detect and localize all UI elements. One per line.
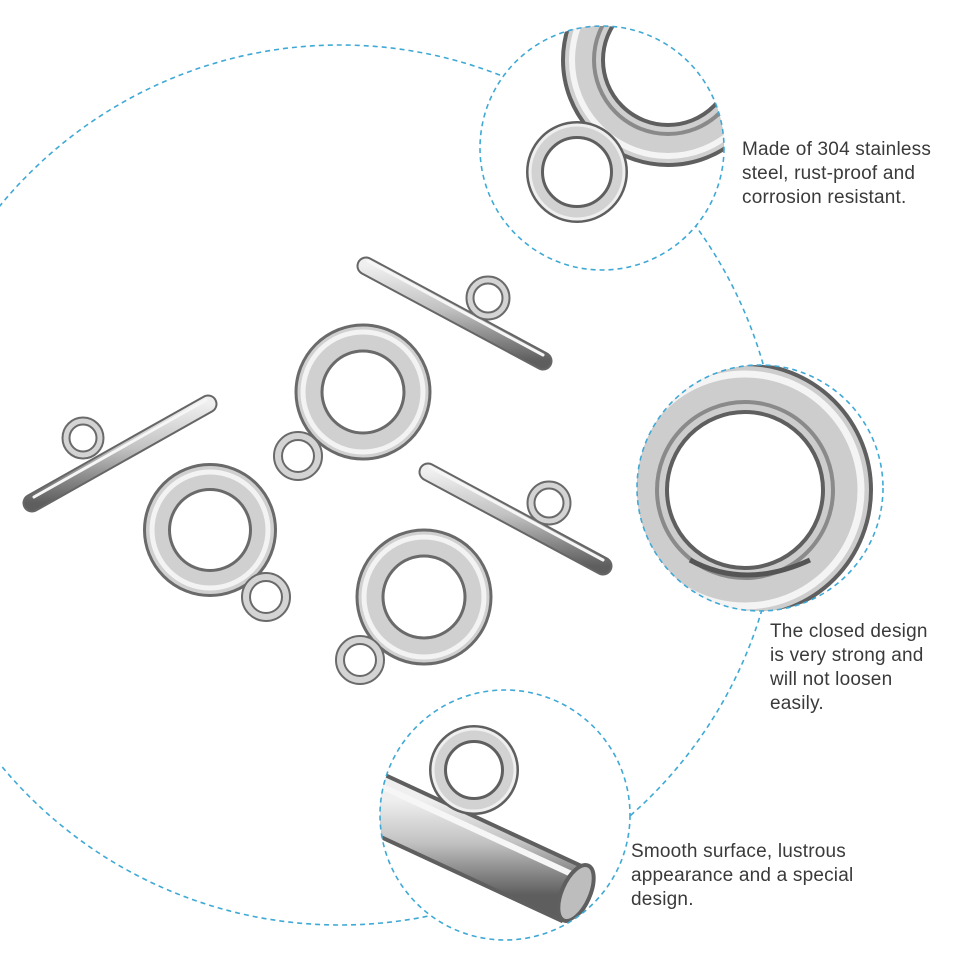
detail-bubble-material bbox=[479, 25, 725, 271]
toggle-clasp-set bbox=[22, 256, 613, 685]
feature-line: design. bbox=[631, 889, 694, 910]
feature-line: corrosion resistant. bbox=[742, 187, 907, 208]
feature-line: Smooth surface, lustrous bbox=[631, 841, 846, 862]
feature-line: appearance and a special bbox=[631, 865, 854, 886]
feature-line: The closed design bbox=[770, 621, 928, 642]
toggle-bar-top bbox=[356, 256, 553, 371]
toggle-ring-top bbox=[273, 323, 432, 481]
toggle-ring-left bbox=[143, 463, 291, 622]
detail-bubble-surface bbox=[379, 689, 631, 941]
toggle-bar-right bbox=[418, 462, 613, 576]
feature-line: Made of 304 stainless bbox=[742, 139, 932, 160]
toggle-bar-left bbox=[22, 394, 218, 513]
feature-line: steel, rust-proof and bbox=[742, 163, 916, 184]
detail-bubble-closed-design bbox=[636, 364, 884, 612]
feature-line: is very strong and bbox=[770, 645, 924, 666]
toggle-ring-bottom bbox=[335, 528, 493, 685]
feature-surface-text: Smooth surface, lustrous appearance and … bbox=[631, 840, 853, 912]
feature-material-text: Made of 304 stainless steel, rust-proof … bbox=[742, 138, 931, 210]
feature-line: easily. bbox=[770, 693, 824, 714]
feature-line: will not loosen bbox=[770, 669, 893, 690]
feature-closed-design-text: The closed design is very strong and wil… bbox=[770, 620, 928, 716]
